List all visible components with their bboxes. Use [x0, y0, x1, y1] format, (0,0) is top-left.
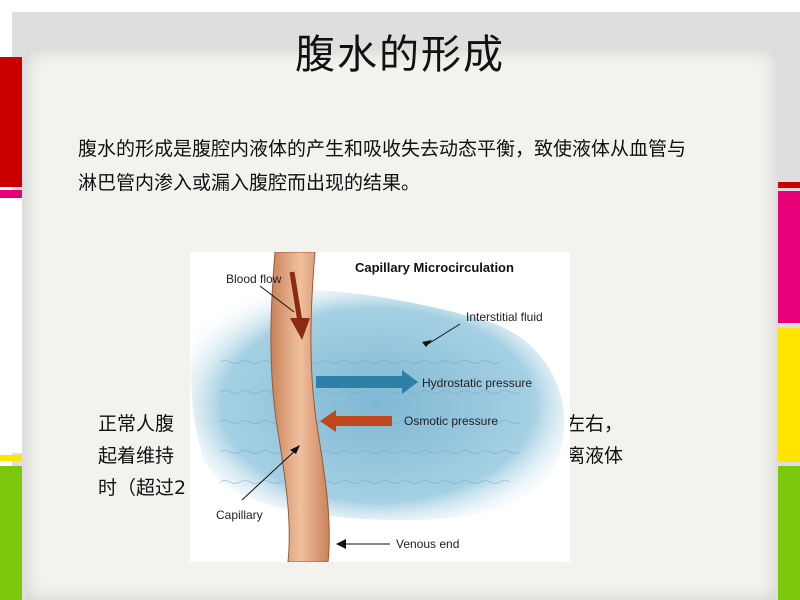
- paragraph-line-3-left: 时（超过2: [98, 477, 187, 499]
- blood-flow-leader: [259, 285, 295, 313]
- diagram-title: Capillary Microcirculation: [355, 260, 514, 275]
- paragraph-line-2-left: 起着维持: [98, 445, 175, 467]
- left-red-bar: [0, 57, 22, 187]
- left-pink-strip: [0, 190, 22, 198]
- left-white-gap: [0, 198, 22, 453]
- paragraph-line-2-right: 离液体: [566, 445, 624, 467]
- paragraph-line-1-right: 左右，: [566, 413, 624, 435]
- body-paragraph-partial: 正常人腹 左右， 起着维持 离液体 时（超过2: [98, 408, 658, 504]
- venous-end-leader-arrowhead: [336, 539, 346, 549]
- right-green-bar: [778, 466, 800, 600]
- interstitial-fluid-leader-arrowhead: [422, 340, 432, 347]
- interstitial-fluid-label: Interstitial fluid: [466, 310, 543, 324]
- paragraph-line-2: 起着维持 离液体: [98, 440, 658, 472]
- capillary-diagram-graphic: [190, 252, 565, 562]
- blood-flow-label: Blood flow: [226, 272, 282, 286]
- interstitial-fluid-leader: [427, 323, 461, 345]
- capillary-leader: [241, 447, 299, 501]
- capillary-diagram: Capillary Microcirculation Blood flow In…: [190, 252, 570, 562]
- venous-end-label: Venous end: [396, 537, 460, 551]
- capillary-label: Capillary: [216, 508, 263, 522]
- right-pink-bar: [778, 191, 800, 323]
- right-yellow-bar: [778, 328, 800, 462]
- blood-flow-arrow: [289, 271, 310, 340]
- osmotic-pressure-label: Osmotic pressure: [404, 414, 499, 428]
- paragraph-line-1-left: 正常人腹: [98, 413, 175, 435]
- capillary-leader-arrowhead: [290, 445, 300, 454]
- left-green-bar: [0, 466, 22, 600]
- hydrostatic-pressure-arrow: [316, 370, 418, 394]
- paragraph-line-3: 时（超过2: [98, 472, 658, 504]
- right-red-strip: [778, 182, 800, 188]
- left-yellow-strip: [0, 455, 22, 461]
- osmotic-pressure-arrow: [320, 410, 392, 432]
- hydrostatic-pressure-label: Hydrostatic pressure: [422, 376, 533, 390]
- paragraph-line-1: 正常人腹 左右，: [98, 408, 658, 440]
- slide-title: 腹水的形成: [295, 32, 505, 78]
- capillary-vessel: [270, 252, 330, 562]
- intro-paragraph: 腹水的形成是腹腔内液体的产生和吸收失去动态平衡，致使液体从血管与淋巴管内渗入或漏…: [78, 138, 687, 194]
- interstitial-fluid-area: [190, 289, 565, 521]
